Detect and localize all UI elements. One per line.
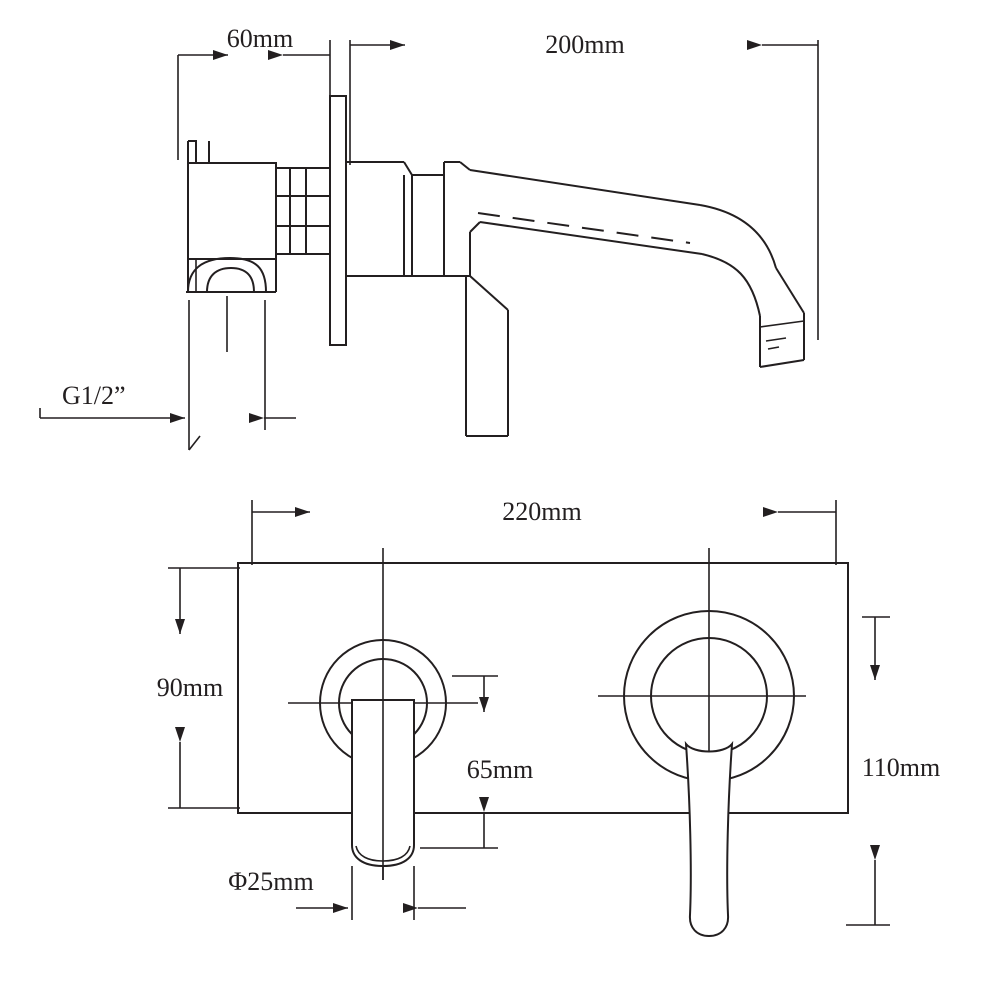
label-90mm: 90mm — [157, 673, 223, 702]
dimension-60mm — [177, 40, 331, 162]
label-220mm: 220mm — [502, 497, 581, 526]
wall-plate-side — [329, 95, 347, 346]
label-g12: G1/2” — [62, 381, 126, 410]
front-elevation-view — [168, 500, 890, 938]
dimension-220mm — [251, 500, 837, 565]
dimension-90mm — [168, 567, 240, 809]
lever-handle-front — [684, 740, 734, 938]
spout-side — [346, 161, 805, 368]
side-elevation-view — [39, 40, 819, 451]
faceplate-front — [237, 562, 849, 814]
label-25mm: Φ25mm — [228, 867, 313, 896]
lever-handle-side — [465, 275, 509, 437]
label-200mm: 200mm — [545, 30, 624, 59]
dimension-110mm — [846, 616, 890, 926]
handle-flange-front — [598, 548, 806, 782]
inlet-pipes-side — [276, 167, 330, 255]
spout-tube-front — [351, 699, 415, 880]
label-60mm: 60mm — [227, 24, 293, 53]
dimension-65mm — [420, 675, 498, 849]
label-65mm: 65mm — [467, 755, 533, 784]
dimension-25mm — [296, 866, 466, 920]
valve-body-side — [186, 140, 277, 293]
dimension-g12 — [39, 296, 296, 451]
dimension-200mm — [349, 40, 819, 340]
label-110mm: 110mm — [862, 753, 940, 782]
